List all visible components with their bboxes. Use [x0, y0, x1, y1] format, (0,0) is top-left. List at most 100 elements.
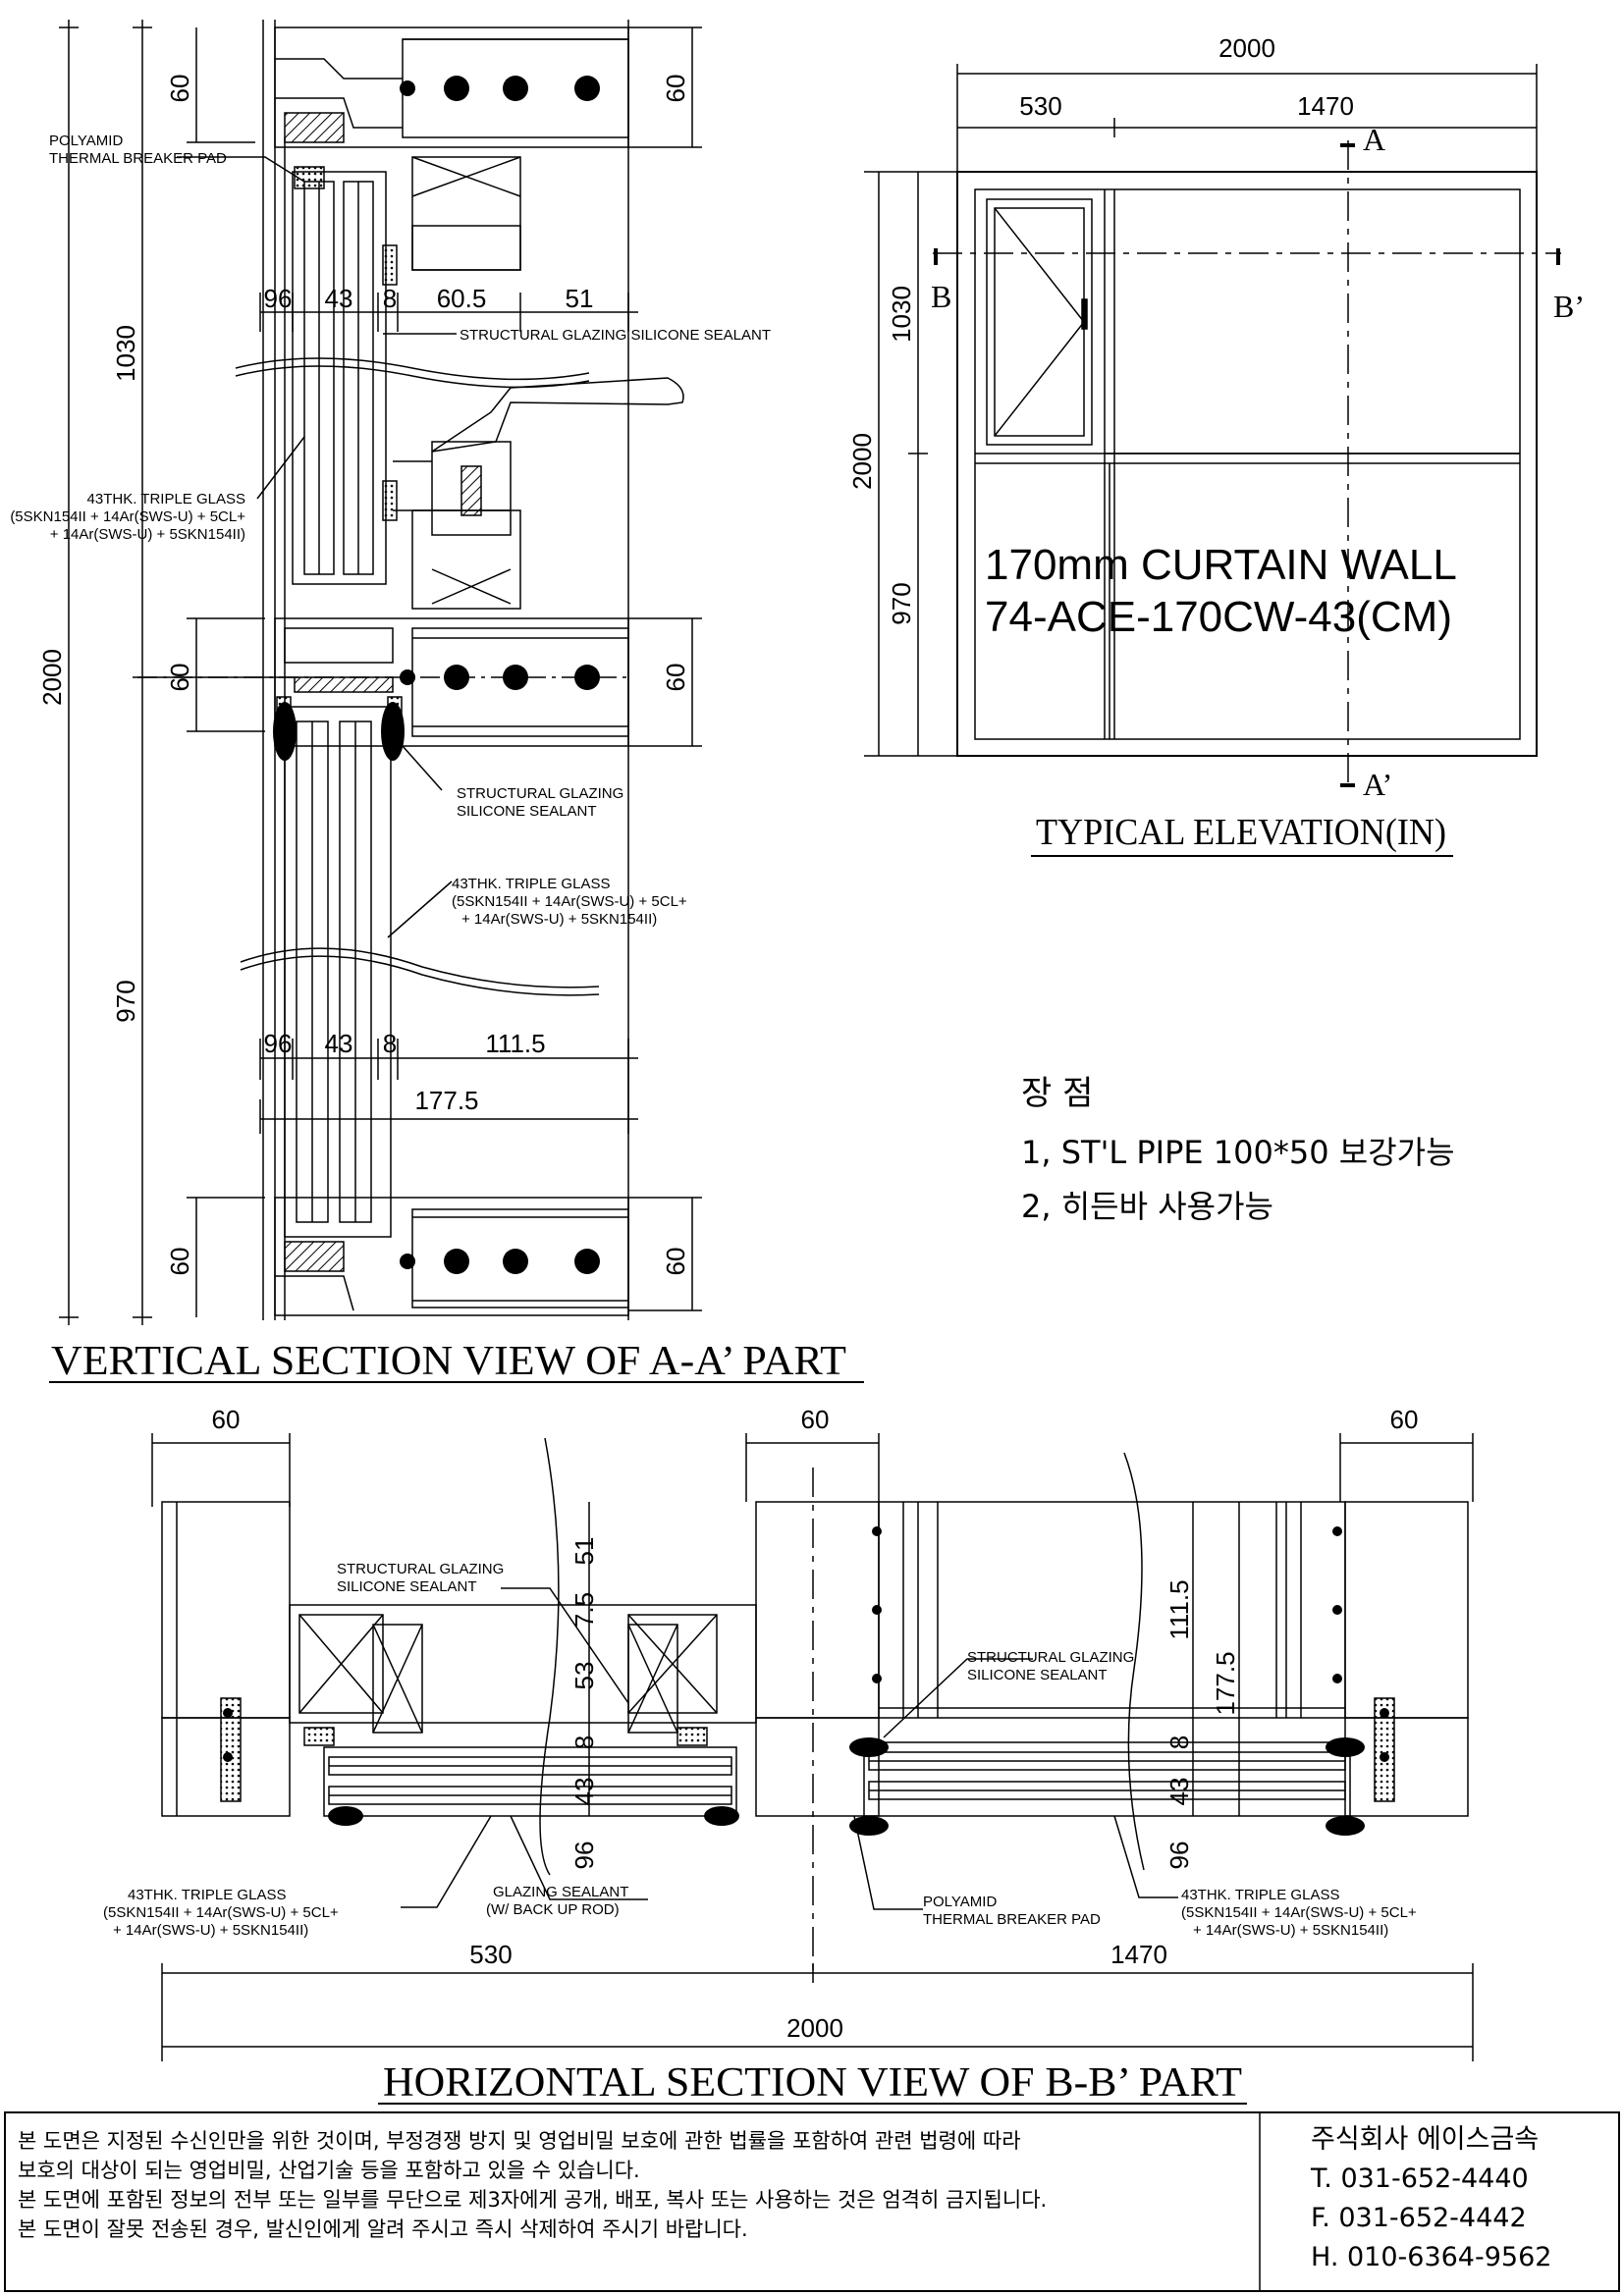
dim-8: 8	[383, 284, 397, 313]
label-sgs-mid: STRUCTURAL GLAZING	[457, 785, 623, 802]
label-sgs-left: STRUCTURAL GLAZING	[337, 1561, 504, 1577]
label-glass-right: 43THK. TRIPLE GLASS	[1181, 1887, 1339, 1903]
dim-43: 43	[569, 1778, 599, 1806]
dim-60: 60	[165, 664, 194, 692]
label-glass-right-2: (5SKN154II + 14Ar(SWS-U) + 5CL+	[1181, 1904, 1417, 1921]
dim-lower-height: 970	[887, 582, 916, 624]
label-sgs-top: STRUCTURAL GLAZING SILICONE SEALANT	[460, 327, 771, 344]
label-thermal-breaker: THERMAL BREAKER PAD	[49, 150, 227, 167]
dim-60: 60	[212, 1405, 241, 1434]
label-sgs-left-2: SILICONE SEALANT	[337, 1578, 477, 1595]
dim-60: 60	[661, 1248, 690, 1276]
label-glass-left-3: + 14Ar(SWS-U) + 5SKN154II)	[113, 1922, 308, 1939]
product-name: 170mm CURTAIN WALL	[985, 541, 1457, 589]
elevation	[864, 64, 1561, 857]
section-marker-a: A	[1363, 122, 1385, 157]
label-polyamid: POLYAMID	[923, 1894, 997, 1910]
dim-1470: 1470	[1110, 1940, 1167, 1969]
vertical-section	[49, 20, 864, 1383]
advantage-item-1: 1, ST'L PIPE 100*50 보강가능	[1021, 1134, 1455, 1171]
label-glass-top-3: + 14Ar(SWS-U) + 5SKN154II)	[50, 526, 245, 543]
dim-96: 96	[264, 1029, 293, 1058]
dim-8: 8	[569, 1735, 599, 1749]
company-name: 주식회사 에이스금속	[1311, 2124, 1540, 2155]
legal-notice: 본 도면은 지정된 수신인만을 위한 것이며, 부정경쟁 방지 및 영업비밀 보…	[18, 2126, 1245, 2244]
label-thermal-breaker: THERMAL BREAKER PAD	[923, 1911, 1101, 1928]
label-glass-right-3: + 14Ar(SWS-U) + 5SKN154II)	[1193, 1922, 1388, 1939]
dim-1030: 1030	[111, 325, 140, 382]
dim-60: 60	[1390, 1405, 1419, 1434]
dim-177-5: 177.5	[414, 1086, 478, 1115]
company-mobile: H. 010-6364-9562	[1311, 2242, 1552, 2272]
horizontal-texts: 60 60 60 530 1470 2000 51 7.5 53 8 43 96…	[103, 1405, 1418, 2106]
dim-right-width: 1470	[1297, 91, 1354, 121]
label-glass-mid-2: (5SKN154II + 14Ar(SWS-U) + 5CL+	[452, 893, 687, 910]
dim-left-width: 530	[1019, 91, 1061, 121]
dim-2000: 2000	[37, 649, 67, 706]
label-sgs-mid-2: SILICONE SEALANT	[457, 803, 597, 820]
elevation-title: TYPICAL ELEVATION(IN)	[1036, 812, 1446, 853]
company-info: 주식회사 에이스금속 T. 031-652-4440 F. 031-652-44…	[1311, 2120, 1605, 2277]
notice-line-3: 본 도면에 포함된 정보의 전부 또는 일부를 무단으로 제3자에게 공개, 배…	[18, 2188, 1048, 2212]
notice-line-1: 본 도면은 지정된 수신인만을 위한 것이며, 부정경쟁 방지 및 영업비밀 보…	[18, 2129, 1021, 2153]
horizontal-title: HORIZONTAL SECTION VIEW OF B-B’ PART	[383, 2060, 1242, 2106]
dim-530: 530	[469, 1940, 512, 1969]
product-code: 74-ACE-170CW-43(CM)	[985, 593, 1452, 641]
dim-111-5: 111.5	[485, 1029, 545, 1058]
elevation-texts: 2000 530 1470 2000 1030 970 A A’ B B’ 17…	[847, 33, 1585, 853]
dim-43: 43	[1164, 1778, 1194, 1806]
label-glass-top: 43THK. TRIPLE GLASS	[87, 491, 245, 507]
label-glazing-sealant: GLAZING SEALANT	[493, 1884, 628, 1900]
dim-51: 51	[566, 284, 594, 313]
dim-60: 60	[165, 1248, 194, 1276]
advantage-item-2: 2, 히든바 사용가능	[1021, 1188, 1273, 1225]
company-tel: T. 031-652-4440	[1311, 2163, 1529, 2194]
vertical-texts: 60 60 60 60 60 60 2000 1030 970 96 43 8 …	[10, 75, 846, 1384]
section-marker-b2: B’	[1553, 289, 1585, 324]
dim-51: 51	[569, 1537, 599, 1566]
notice-line-2: 보호의 대상이 되는 영업비밀, 산업기술 등을 포함하고 있을 수 있습니다.	[18, 2159, 640, 2182]
dim-111-5: 111.5	[1164, 1579, 1194, 1639]
dim-7-5: 7.5	[569, 1592, 599, 1628]
label-glass-top-2: (5SKN154II + 14Ar(SWS-U) + 5CL+	[10, 508, 245, 525]
dim-total-height: 2000	[847, 433, 877, 490]
dim-60: 60	[661, 75, 690, 103]
dim-96: 96	[264, 284, 293, 313]
label-backup-rod: (W/ BACK UP ROD)	[486, 1901, 620, 1918]
horizontal-section	[151, 1433, 1474, 2105]
vertical-bolts	[273, 76, 600, 1274]
company-fax: F. 031-652-4442	[1311, 2203, 1527, 2233]
section-marker-a2: A’	[1363, 767, 1392, 802]
label-sgs-right: STRUCTURAL GLAZING	[967, 1649, 1134, 1666]
label-glass-left-2: (5SKN154II + 14Ar(SWS-U) + 5CL+	[103, 1904, 339, 1921]
label-sgs-right-2: SILICONE SEALANT	[967, 1667, 1108, 1683]
dim-43: 43	[325, 1029, 353, 1058]
dim-53: 53	[569, 1662, 599, 1690]
dim-96: 96	[1164, 1842, 1194, 1870]
dim-96: 96	[569, 1842, 599, 1870]
notice-line-4: 본 도면이 잘못 전송된 경우, 발신인에게 알려 주시고 즉시 삭제하여 주시…	[18, 2217, 748, 2241]
dim-8: 8	[1164, 1735, 1194, 1749]
dim-60: 60	[661, 664, 690, 692]
advantages: 장 점 1, ST'L PIPE 100*50 보강가능 2, 히든바 사용가능	[1021, 1074, 1455, 1225]
dim-177-5: 177.5	[1211, 1651, 1240, 1715]
title-block	[4, 2111, 1620, 2292]
label-glass-left: 43THK. TRIPLE GLASS	[128, 1887, 286, 1903]
dim-2000: 2000	[786, 2013, 843, 2043]
dim-upper-height: 1030	[887, 286, 916, 343]
dim-total-width: 2000	[1218, 33, 1275, 63]
dim-60-5: 60.5	[437, 284, 487, 313]
horizontal-seals	[223, 1526, 1389, 1836]
label-glass-mid: 43THK. TRIPLE GLASS	[452, 876, 610, 892]
advantages-heading: 장 점	[1021, 1074, 1093, 1113]
dim-970: 970	[111, 980, 140, 1022]
dim-8: 8	[383, 1029, 397, 1058]
dim-43: 43	[325, 284, 353, 313]
section-marker-b: B	[931, 279, 951, 314]
dim-60: 60	[801, 1405, 830, 1434]
label-polyamid: POLYAMID	[49, 133, 123, 149]
vertical-title: VERTICAL SECTION VIEW OF A-A’ PART	[51, 1339, 846, 1384]
label-glass-mid-3: + 14Ar(SWS-U) + 5SKN154II)	[461, 911, 657, 928]
dim-60: 60	[165, 75, 194, 103]
